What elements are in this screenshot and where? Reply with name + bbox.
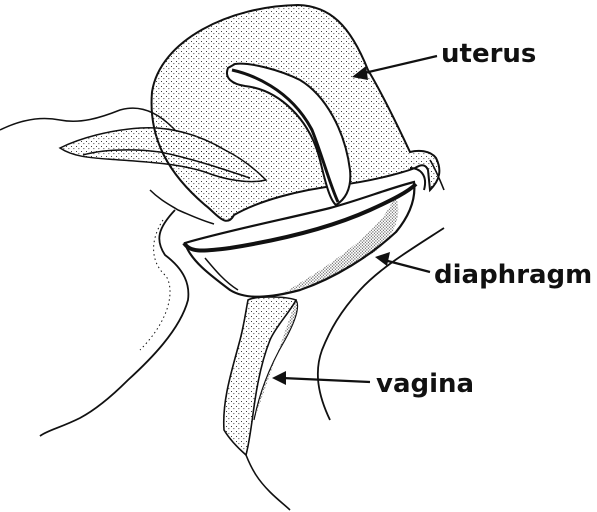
uterus-pointer: [352, 56, 437, 80]
uterus-label: uterus: [441, 39, 536, 69]
perineum-line: [246, 455, 290, 510]
diaphragm-label: diaphragm: [434, 260, 592, 290]
vagina-pointer: [272, 371, 370, 385]
vagina-label: vagina: [376, 369, 474, 399]
abdominal-wall-line: [0, 108, 175, 130]
anterior-vaginal-wall: [40, 210, 188, 436]
vaginal-stipple-left: [140, 220, 170, 350]
